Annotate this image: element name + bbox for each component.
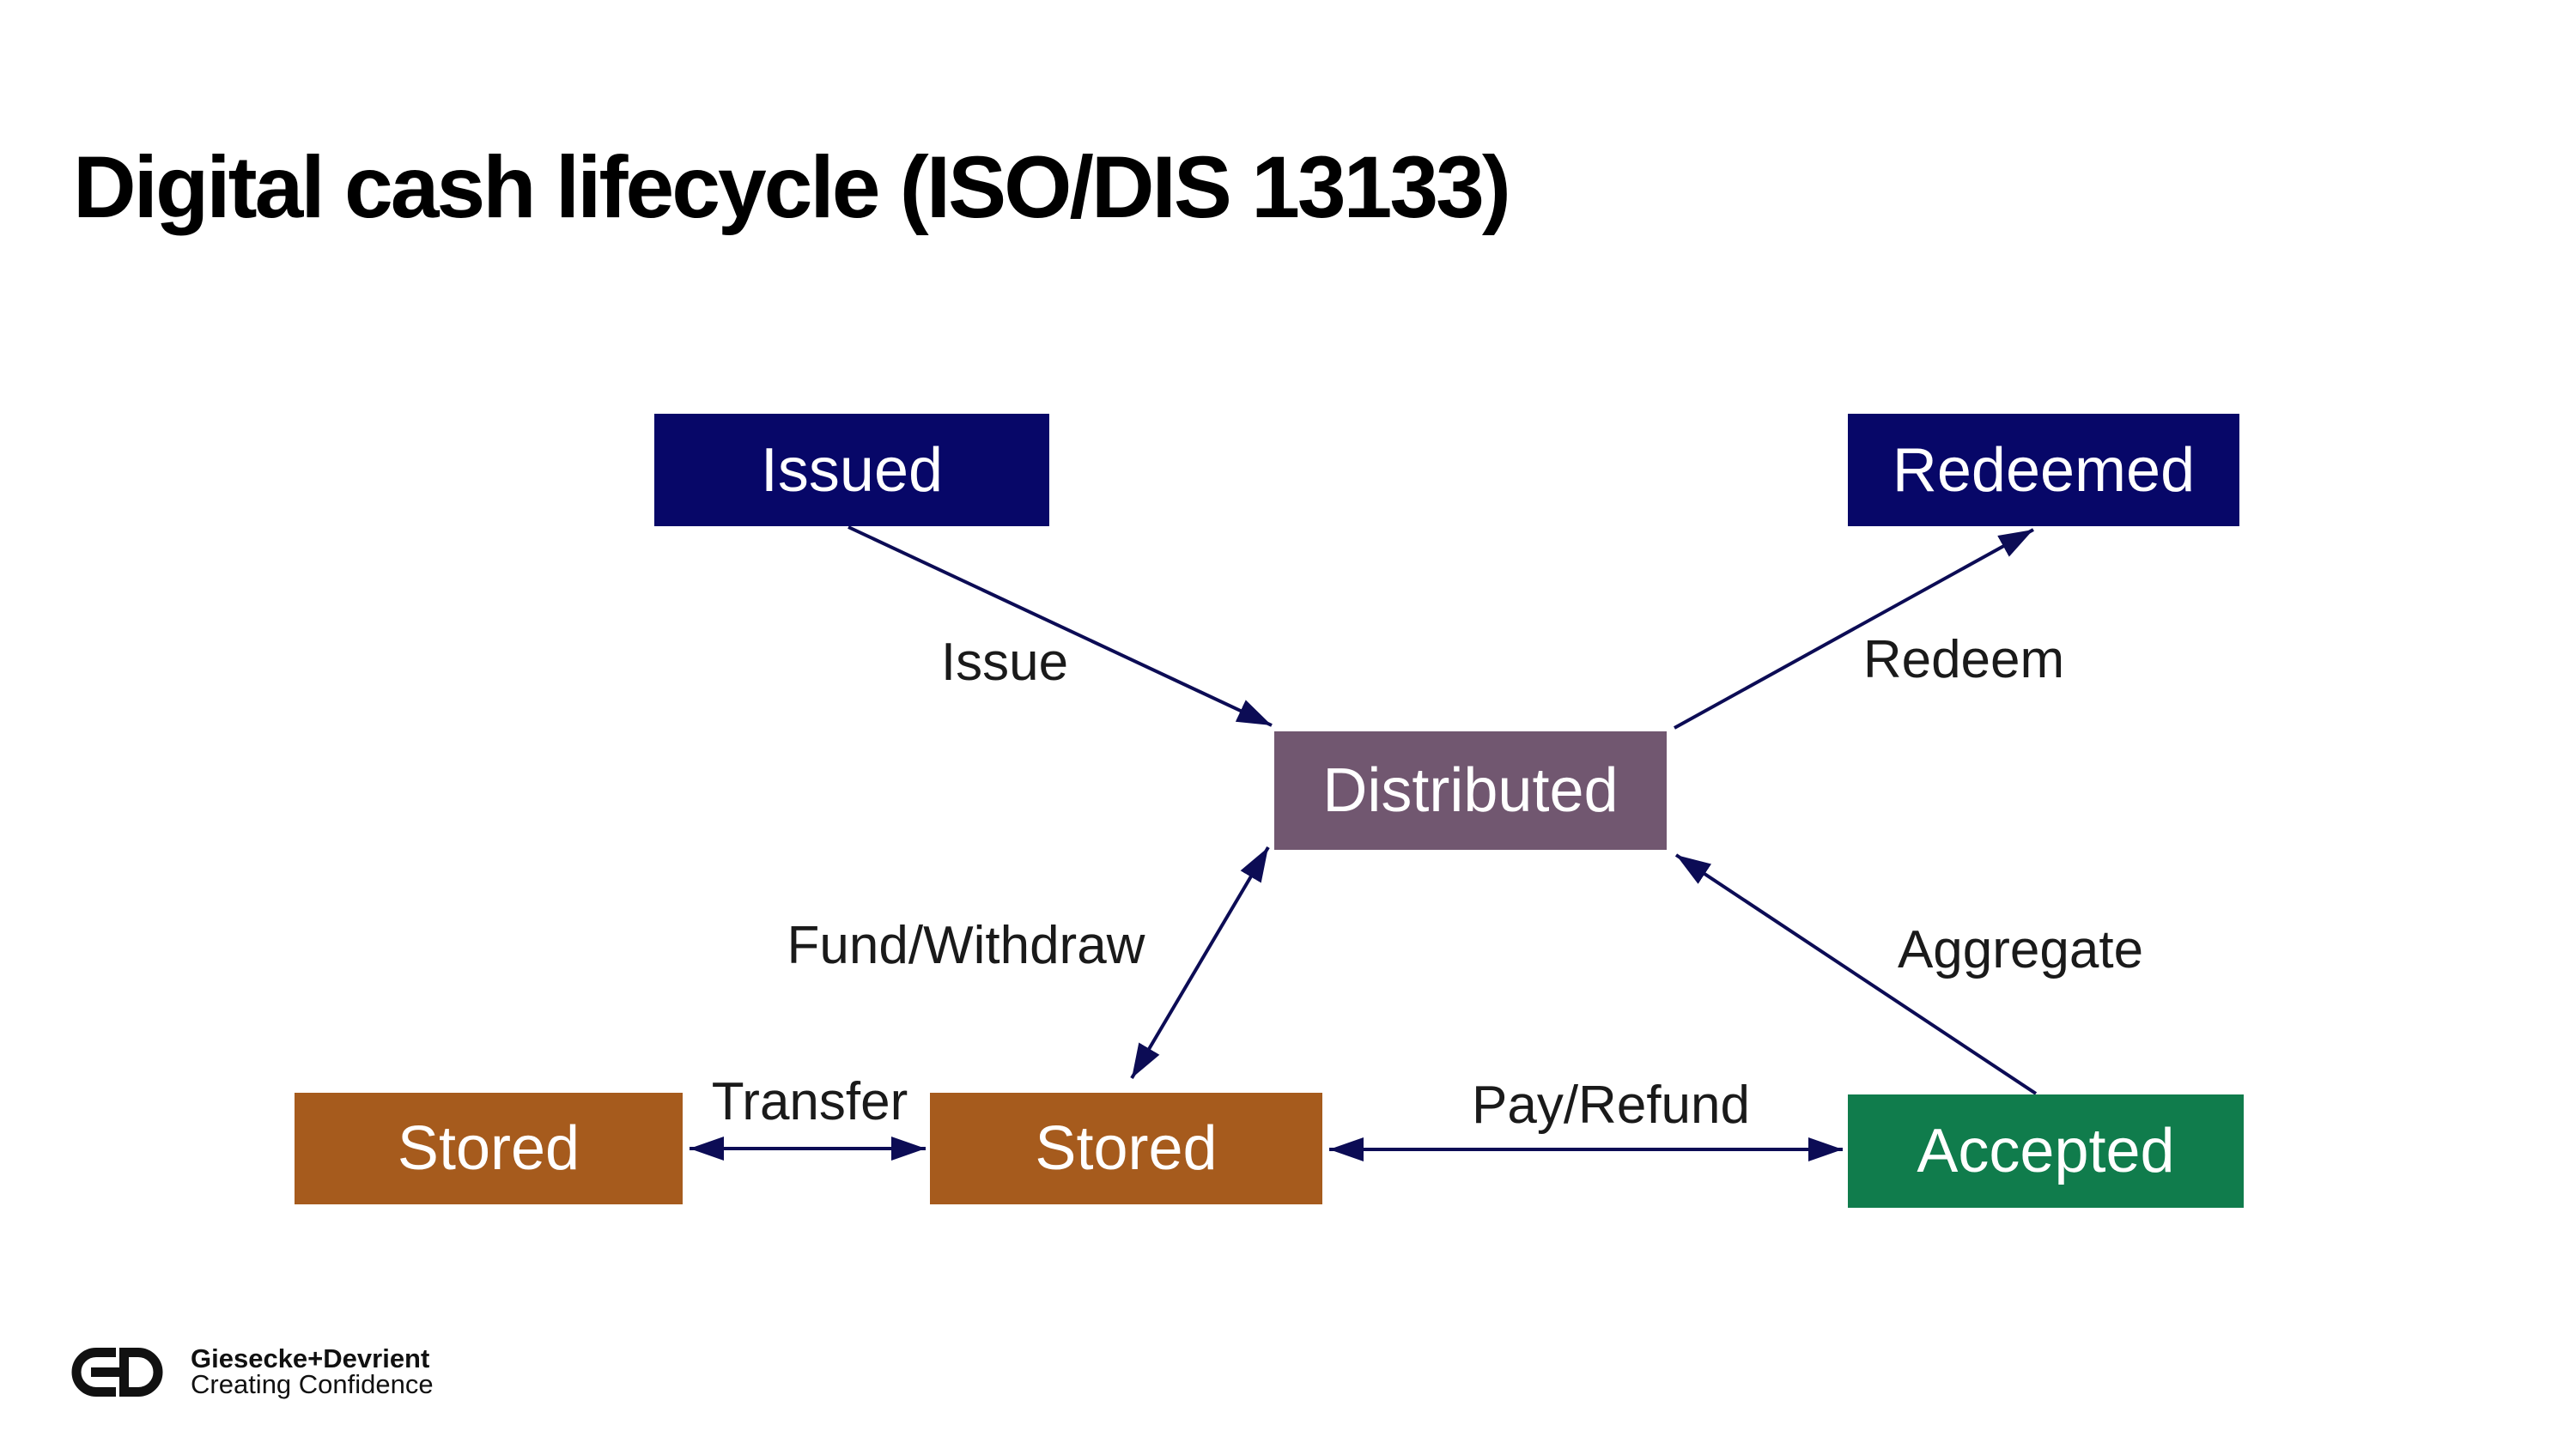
gd-logo-icon bbox=[71, 1348, 163, 1397]
node-issued: Issued bbox=[654, 414, 1049, 526]
brand-footer: Giesecke+Devrient Creating Confidence bbox=[70, 1343, 434, 1399]
edge-label-issue: Issue bbox=[940, 633, 1069, 692]
arrow-redeem bbox=[1674, 528, 2034, 730]
node-accepted: Accepted bbox=[1848, 1094, 2244, 1208]
edge-label-transfer: Transfer bbox=[711, 1072, 908, 1131]
brand-tagline: Creating Confidence bbox=[191, 1369, 434, 1399]
node-stored-left: Stored bbox=[295, 1093, 683, 1204]
node-stored-middle: Stored bbox=[930, 1093, 1322, 1204]
edge-label-pay-refund: Pay/Refund bbox=[1472, 1076, 1750, 1135]
arrow-aggregate bbox=[1674, 853, 2038, 1095]
page-title: Digital cash lifecycle (ISO/DIS 13133) bbox=[73, 138, 1511, 236]
brand-text: Giesecke+Devrient Creating Confidence bbox=[191, 1343, 434, 1399]
arrow-issue bbox=[848, 525, 1273, 727]
edge-label-redeem: Redeem bbox=[1862, 630, 2065, 689]
edge-label-aggregate: Aggregate bbox=[1897, 920, 2144, 979]
edge-label-fund-withdraw: Fund/Withdraw bbox=[787, 916, 1145, 975]
arrow-fund-withdraw bbox=[1130, 846, 1270, 1080]
node-distributed: Distributed bbox=[1274, 731, 1667, 850]
brand-name: Giesecke+Devrient bbox=[191, 1343, 430, 1373]
node-redeemed: Redeemed bbox=[1848, 414, 2239, 526]
